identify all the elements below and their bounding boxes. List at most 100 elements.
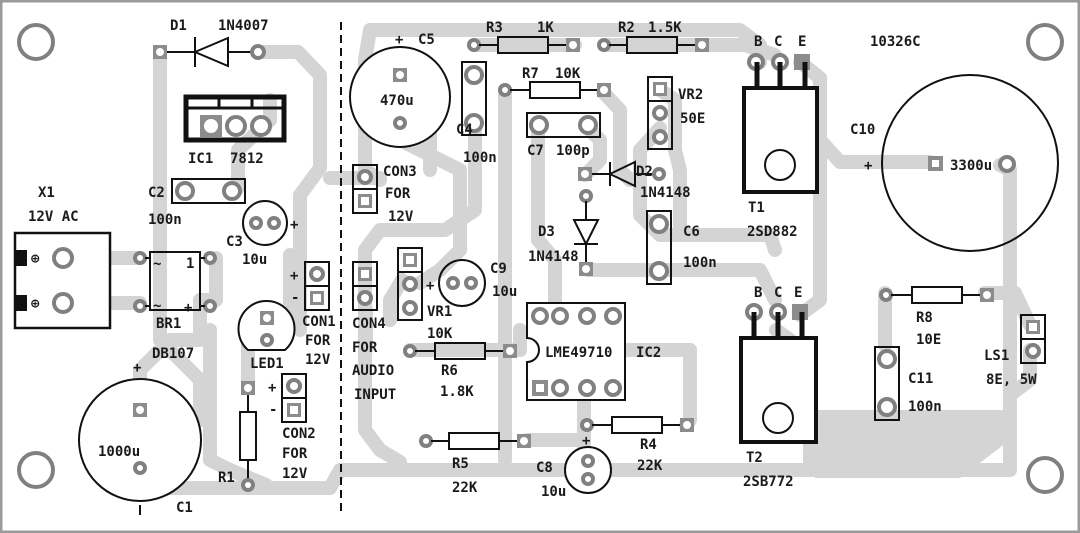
c2-ref: C2 (148, 185, 165, 201)
t2-value: 2SB772 (743, 474, 794, 490)
led1-ref: LED1 (250, 356, 284, 372)
trace (251, 45, 327, 337)
capacitor-c11: C11 100n (874, 346, 942, 421)
svg-text:⊕: ⊕ (31, 296, 40, 312)
c9-ref: C9 (490, 261, 507, 277)
resistor-r2: R2 1.5K (597, 20, 709, 54)
c6-ref: C6 (683, 224, 700, 240)
trace (679, 343, 697, 432)
transistor-t1: B C E T1 2SD882 (742, 34, 819, 240)
c7-value: 100p (556, 143, 590, 159)
r5-value: 22K (452, 480, 478, 496)
vr2-ref: VR2 (678, 87, 703, 103)
con4-desc-input: INPUT (354, 387, 396, 403)
board-code: 10326C (870, 34, 921, 50)
ls1-value: 8E, 5W (986, 372, 1037, 388)
con3-desc: FOR (385, 186, 411, 202)
c6-value: 100n (683, 255, 717, 271)
potentiometer-vr2: VR2 50E (647, 76, 705, 150)
trace (531, 118, 562, 317)
c5-ref: C5 (418, 32, 435, 48)
trace (581, 263, 782, 307)
transistor-t2: B C E T2 2SB772 (739, 285, 818, 490)
c1-ref: C1 (176, 500, 193, 516)
connector-con1: + - CON1 FOR 12V (290, 261, 336, 368)
br1-pin-plus: + (184, 300, 192, 316)
c11-value: 100n (908, 399, 942, 415)
br1-value: DB107 (152, 346, 194, 362)
mounting-hole-icon (1026, 456, 1064, 494)
c4-ref: C4 (456, 122, 473, 138)
resistor-r7: R7 10K (498, 66, 611, 99)
c10-ref: C10 (850, 122, 875, 138)
vr1-value: 10K (427, 326, 453, 342)
diode-d3: D3 1N4148 (528, 189, 600, 276)
trace (231, 93, 277, 195)
resistor-r4: R4 22K (580, 416, 694, 474)
t2-ref: T2 (746, 450, 763, 466)
t1-value: 2SD882 (747, 224, 798, 240)
r6-ref: R6 (441, 363, 458, 379)
connector-ls1: LS1 8E, 5W (984, 314, 1046, 388)
potentiometer-vr1: + VR1 10K (397, 247, 453, 342)
capacitor-c5: + C5 470u (349, 32, 451, 148)
con4-ref: CON4 (352, 316, 386, 332)
t2-pin-e: E (794, 285, 802, 301)
con3-voltage: 12V (388, 209, 414, 225)
c4-value: 100n (463, 150, 497, 166)
connector-x1: X1 12V AC ⊕ ⊕ (13, 185, 112, 330)
c2-value: 100n (148, 212, 182, 228)
c7-ref: C7 (527, 143, 544, 159)
trace (1003, 343, 1037, 402)
con1-voltage: 12V (305, 352, 331, 368)
diode-d2: D2 1N4148 (578, 160, 691, 201)
c5-plus: + (395, 32, 403, 48)
r4-value: 22K (637, 458, 663, 474)
mounting-hole-icon (17, 451, 55, 489)
resistor-r1: R1 (218, 381, 257, 492)
mounting-hole-icon (17, 23, 55, 61)
resistor-r8: R8 10E (879, 286, 994, 348)
trace (597, 38, 782, 62)
c8-value: 10u (541, 484, 566, 500)
con2-desc: FOR (282, 446, 308, 462)
c11-ref: C11 (908, 371, 933, 387)
c5-value: 470u (380, 93, 414, 109)
capacitor-c9: C9 10u (438, 259, 517, 307)
r1-ref: R1 (218, 470, 235, 486)
t2-pin-c: C (774, 285, 782, 301)
c10-plus: + (864, 158, 872, 174)
r7-value: 10K (555, 66, 581, 82)
connector-con3: CON3 FOR 12V (352, 164, 417, 225)
c1-value: 1000u (98, 444, 140, 460)
d1-value: 1N4007 (218, 18, 269, 34)
vr1-ref: VR1 (427, 304, 452, 320)
c3-ref: C3 (226, 234, 243, 250)
capacitor-c4: C4 100n (456, 61, 497, 166)
svg-text:⊕: ⊕ (31, 251, 40, 267)
t1-pin-e: E (798, 34, 806, 50)
bridge-rectifier-br1: ~ 1 ~ + BR1 DB107 (133, 251, 217, 362)
capacitor-c7: C7 100p (526, 112, 601, 159)
con2-plus: + (268, 380, 276, 396)
d3-value: 1N4148 (528, 249, 579, 265)
r2-ref: R2 (618, 20, 635, 36)
resistor-r5: R5 22K (419, 432, 531, 496)
vr2-value: 50E (680, 111, 705, 127)
x1-ref: X1 (38, 185, 55, 201)
con1-plus: + (290, 268, 298, 284)
d1-ref: D1 (170, 18, 187, 34)
c8-ref: C8 (536, 460, 553, 476)
x1-value: 12V AC (28, 209, 79, 225)
capacitor-c10: + C10 3300u (850, 74, 1059, 252)
ic2-value: LME49710 (545, 345, 612, 361)
d2-ref: D2 (636, 164, 653, 180)
r8-value: 10E (916, 332, 941, 348)
capacitor-c1: + 1000u C1 (78, 360, 202, 516)
connector-con2: + - CON2 FOR 12V (268, 373, 316, 482)
con2-minus: - (269, 402, 277, 418)
trace (653, 83, 687, 232)
capacitor-c8: + C8 10u (536, 433, 612, 500)
